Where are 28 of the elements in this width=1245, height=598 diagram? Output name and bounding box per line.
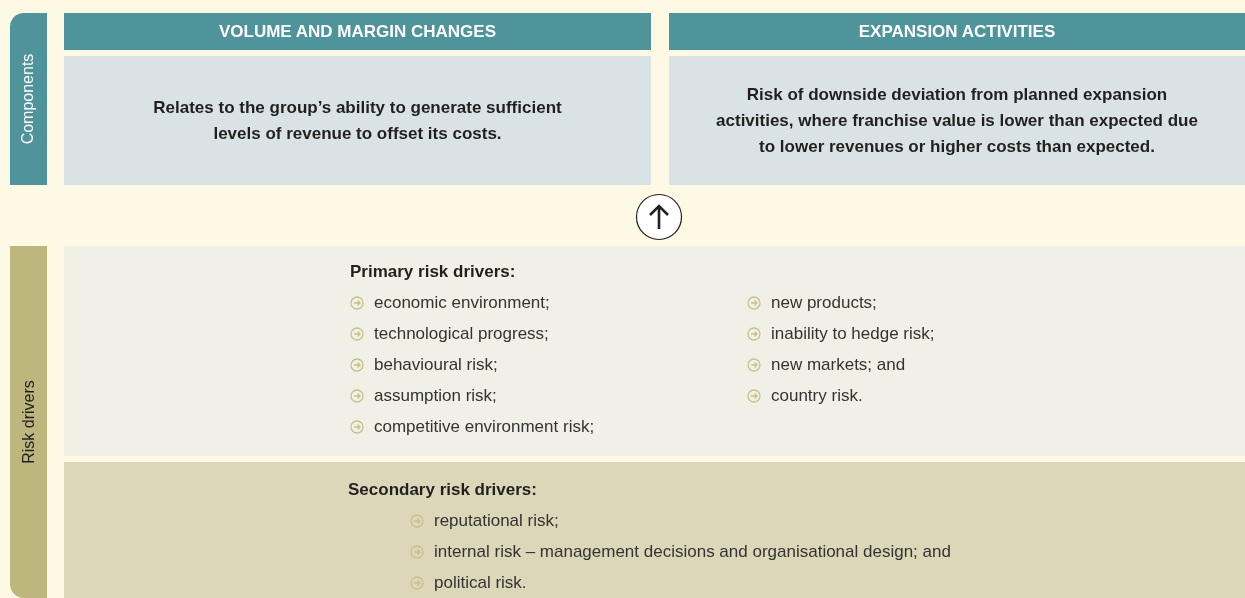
list-item-text: political risk. — [434, 572, 527, 593]
list-item-text: reputational risk; — [434, 510, 559, 531]
drivers-panel — [64, 246, 1245, 456]
drivers-panel — [64, 462, 1245, 598]
list-item-text: behavioural risk; — [374, 354, 498, 375]
header-bar — [64, 13, 651, 50]
description-text: Relates to the group’s ability to generate sufficient levels of revenue to offset its costs. — [152, 96, 563, 145]
panel-heading: Secondary risk drivers: — [348, 480, 537, 500]
list-item-text: country risk. — [771, 385, 863, 406]
side-tab — [10, 246, 47, 598]
panel-heading: Primary risk drivers: — [350, 262, 516, 282]
description-box — [64, 56, 651, 185]
description-text: Risk of downside deviation from planned expansion activities, where franchise value is lower than expected due to lower revenues or higher costs than expected. — [715, 83, 1199, 158]
list-item-text: economic environment; — [374, 292, 550, 313]
list-item-text: inability to hedge risk; — [771, 323, 935, 344]
list-item-text: new markets; and — [771, 354, 906, 375]
list-item-text: competitive environment risk; — [374, 416, 595, 437]
header-title: EXPANSION ACTIVITIES — [858, 21, 1056, 42]
side-tab — [10, 13, 47, 185]
description-box — [669, 56, 1245, 185]
list-item-text: technological progress; — [374, 323, 549, 344]
list-item-text: internal risk – management decisions and organisational design; and — [434, 541, 951, 562]
list-item-text: new products; — [771, 292, 877, 313]
tab-label: Components — [19, 53, 38, 145]
header-title: VOLUME AND MARGIN CHANGES — [218, 21, 496, 42]
tab-label: Risk drivers — [19, 380, 38, 464]
list-item-text: assumption risk; — [374, 385, 497, 406]
header-bar — [669, 13, 1245, 50]
